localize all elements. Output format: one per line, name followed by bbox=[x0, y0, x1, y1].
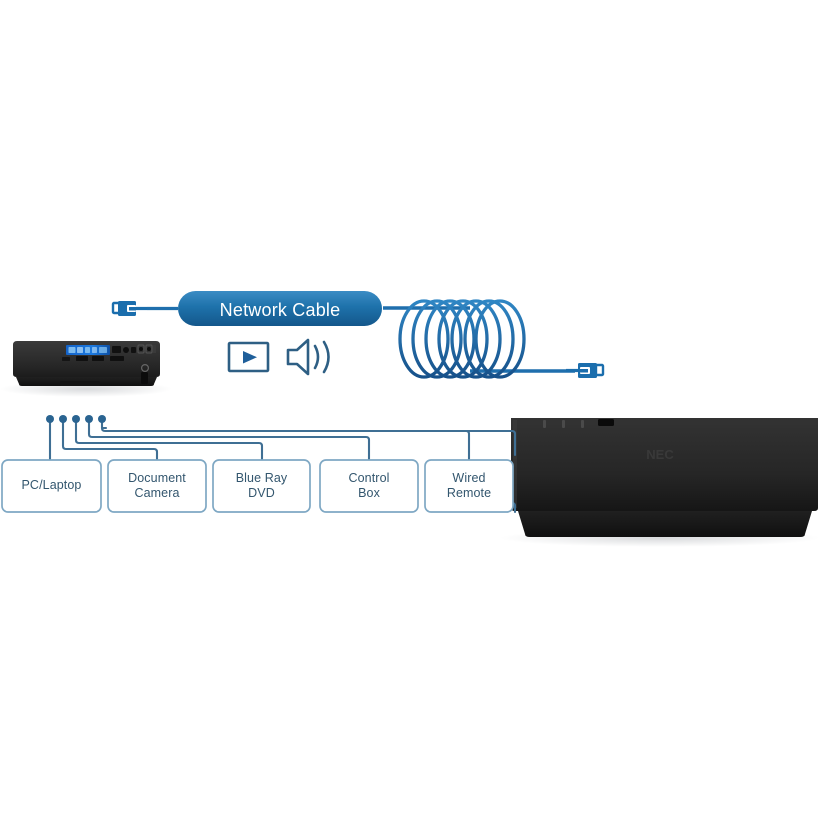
box-document-camera[interactable] bbox=[107, 459, 207, 513]
projector-output-dots bbox=[46, 415, 106, 423]
coiled-cable-icon bbox=[383, 299, 575, 379]
connection-lines bbox=[48, 418, 517, 514]
box-control-box[interactable] bbox=[319, 459, 419, 513]
network-cable-pill[interactable] bbox=[178, 291, 382, 326]
source-box-group bbox=[1, 459, 514, 513]
rj45-plug-right-icon bbox=[566, 363, 605, 378]
box-wired-remote[interactable] bbox=[424, 459, 514, 513]
svg-text:NEC: NEC bbox=[646, 447, 674, 462]
box-pc-laptop[interactable] bbox=[1, 459, 102, 513]
projector-rear-small bbox=[0, 341, 172, 397]
box-blue-ray-dvd[interactable] bbox=[212, 459, 311, 513]
projector-body-large: NEC bbox=[500, 418, 820, 547]
video-screen-play-icon bbox=[227, 341, 270, 373]
speaker-sound-icon bbox=[286, 338, 330, 376]
rj45-plug-left-icon bbox=[111, 301, 178, 316]
